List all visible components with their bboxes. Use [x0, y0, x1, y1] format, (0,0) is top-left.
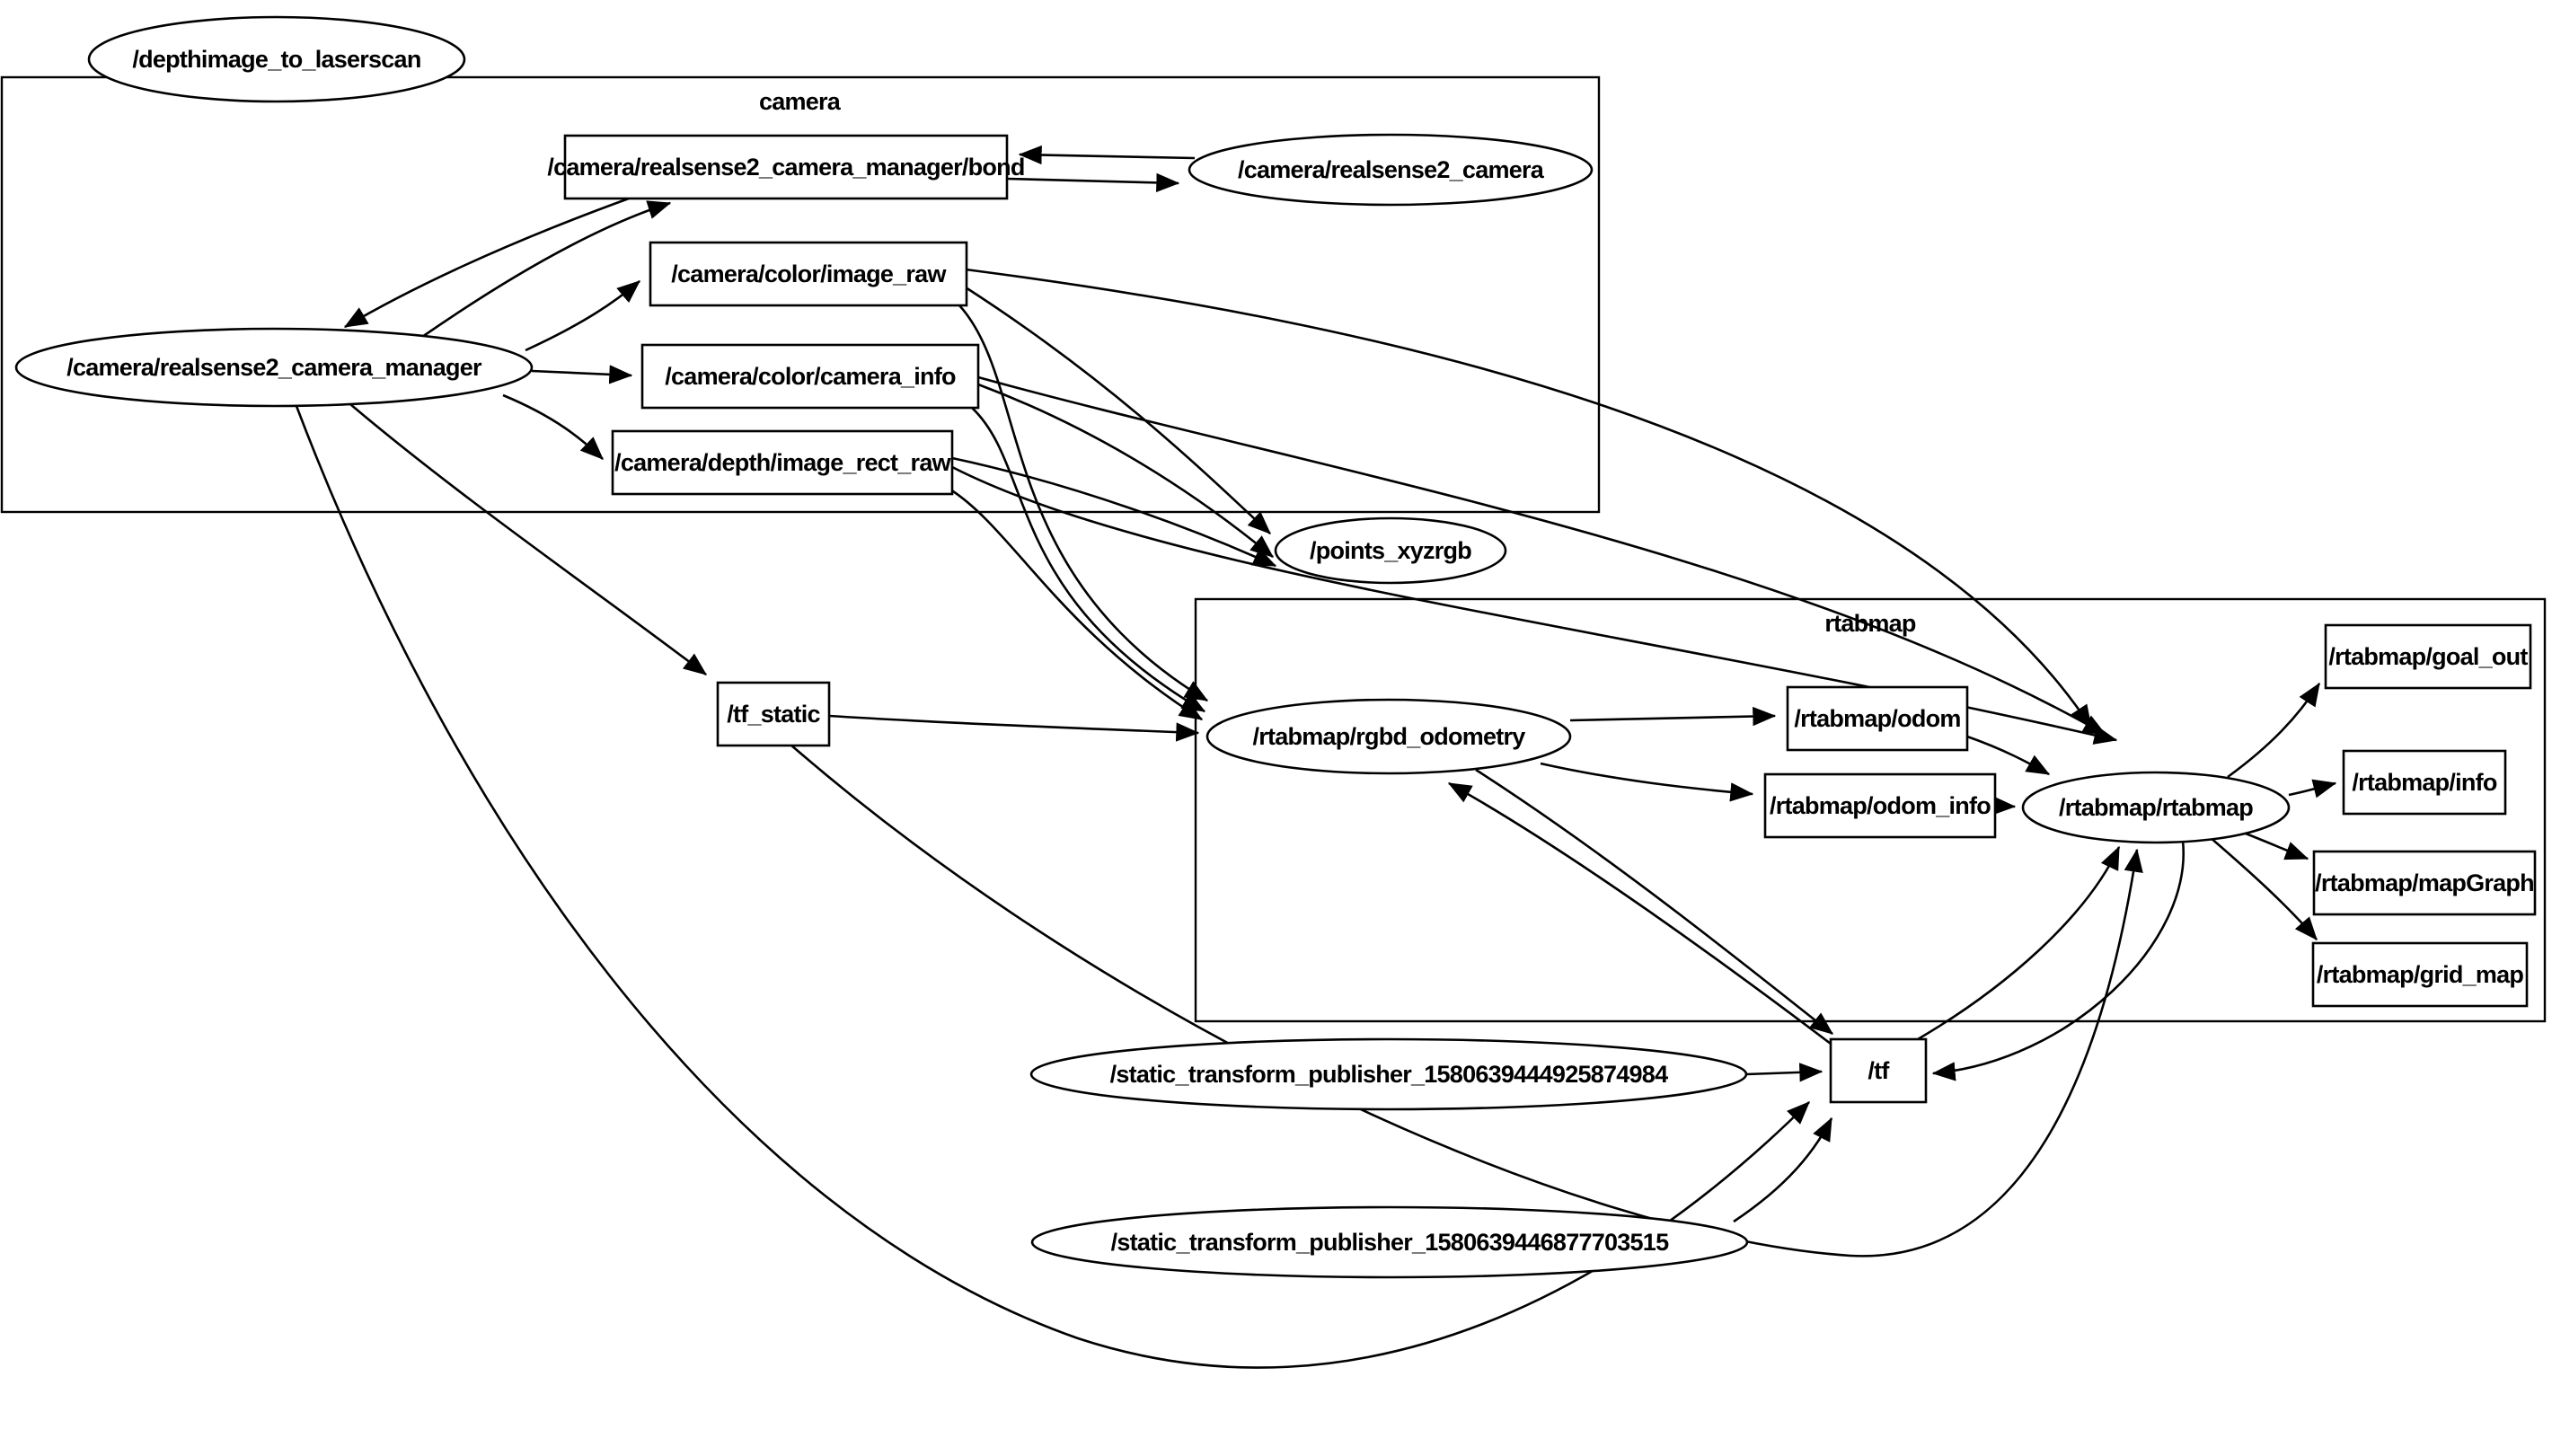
cluster-camera [0, 75, 1601, 514]
edge-camera_manager-to-color_image_raw [525, 280, 640, 352]
edge-rtabmap_odom_info-to-rtabmap_rtabmap [1991, 796, 2017, 816]
edge-color_camera_info-to-rgbd_odometry [971, 407, 1206, 713]
topic-box-tf [1829, 1037, 1928, 1104]
node-label-depthimage_to_laserscan: /depthimage_to_laserscan [132, 46, 420, 73]
node-ellipse-points_xyzrgb [1274, 516, 1507, 585]
edge-camera_manager-to-color_camera_info [531, 365, 633, 384]
edge-camera_manager-to-tf [295, 405, 1810, 1369]
node-ellipse-rgbd_odometry [1205, 698, 1572, 775]
node-label-depth_image_rect_raw: /camera/depth/image_rect_raw [614, 449, 951, 476]
edge-depth_image_rect_raw-to-points_xyzrgb [951, 456, 1277, 568]
node-ellipse-camera_manager [14, 327, 534, 408]
topic-box-tf_static [716, 681, 831, 747]
edge-static_transform_publisher_2-to-tf [1733, 1116, 1833, 1223]
cluster-label-camera: camera [759, 88, 842, 115]
node-ellipse-static_transform_publisher_2 [1030, 1205, 1749, 1279]
node-ellipse-realsense2_camera [1188, 133, 1594, 207]
edge-realsense2_camera-to-camera_manager_bond [1018, 145, 1196, 165]
node-label-camera_manager: /camera/realsense2_camera_manager [66, 354, 482, 381]
node-ellipse-static_transform_publisher_1 [1029, 1037, 1748, 1111]
cluster-rtabmap [1194, 597, 2547, 1023]
topic-box-color_image_raw [649, 241, 968, 307]
edge-camera_manager-to-depth_image_rect_raw [502, 393, 604, 460]
edge-camera_manager-to-camera_manager_bond [421, 200, 672, 339]
edge-rtabmap_rtabmap-to-rtabmap_goal_out [2227, 682, 2321, 779]
edge-tf_static-to-rgbd_odometry [828, 714, 1200, 742]
topic-box-rtabmap_info [2342, 749, 2507, 816]
edge-depth_image_rect_raw-to-rgbd_odometry [949, 488, 1204, 721]
edge-rtabmap_rtabmap-to-tf [1931, 840, 2186, 1081]
node-label-rtabmap_mapGraph: /rtabmap/mapGraph [2315, 869, 2534, 896]
node-label-points_xyzrgb: /points_xyzrgb [1310, 537, 1471, 564]
node-ellipse-depthimage_to_laserscan [87, 15, 466, 103]
node-layer: /depthimage_to_laserscan/camera/realsens… [14, 15, 2537, 1279]
edge-camera_manager_bond-to-camera_manager [343, 197, 630, 329]
topic-box-rtabmap_odom_info [1763, 772, 1997, 839]
edge-color_image_raw-to-rtabmap_rtabmap [965, 268, 2093, 729]
edge-static_transform_publisher_1-to-tf [1745, 1063, 1823, 1082]
edge-color_camera_info-to-rtabmap_rtabmap [977, 375, 2107, 737]
edge-rtabmap_rtabmap-to-rtabmap_grid_map [2209, 836, 2318, 940]
node-label-static_transform_publisher_2: /static_transform_publisher_158063944687… [1111, 1229, 1669, 1256]
edge-tf_static-to-rtabmap_rtabmap [790, 744, 2143, 1257]
edge-layer [295, 145, 2337, 1369]
node-label-rtabmap_info: /rtabmap/info [2352, 769, 2497, 796]
node-label-color_image_raw: /camera/color/image_raw [671, 260, 947, 287]
node-label-rgbd_odometry: /rtabmap/rgbd_odometry [1252, 723, 1525, 750]
edge-color_camera_info-to-points_xyzrgb [977, 383, 1275, 559]
edge-rtabmap_rtabmap-to-rtabmap_info [2288, 779, 2337, 799]
topic-box-rtabmap_odom [1786, 685, 1969, 752]
node-label-camera_manager_bond: /camera/realsense2_camera_manager/bond [547, 154, 1024, 181]
edge-rgbd_odometry-to-rtabmap_odom [1569, 706, 1777, 727]
edge-tf-to-rgbd_odometry [1447, 781, 1832, 1046]
edge-color_image_raw-to-points_xyzrgb [965, 286, 1271, 534]
node-ellipse-rtabmap_rtabmap [2021, 771, 2291, 844]
edge-rtabmap_rtabmap-to-rtabmap_mapGraph [2245, 832, 2309, 860]
edge-rtabmap_odom-to-rtabmap_rtabmap [1966, 735, 2051, 776]
edge-rgbd_odometry-to-tf [1475, 768, 1834, 1036]
node-label-static_transform_publisher_1: /static_transform_publisher_158063944492… [1110, 1061, 1668, 1088]
node-label-rtabmap_rtabmap: /rtabmap/rtabmap [2059, 794, 2253, 821]
node-label-color_camera_info: /camera/color/camera_info [665, 363, 956, 390]
edge-color_image_raw-to-rgbd_odometry [958, 304, 1209, 702]
node-label-rtabmap_odom_info: /rtabmap/odom_info [1770, 792, 1991, 819]
edge-camera_manager-to-tf_static [349, 403, 708, 676]
topic-box-depth_image_rect_raw [611, 429, 954, 496]
node-label-rtabmap_odom: /rtabmap/odom [1794, 705, 1960, 732]
edge-rgbd_odometry-to-rtabmap_odom_info [1540, 762, 1754, 802]
node-label-realsense2_camera: /camera/realsense2_camera [1238, 156, 1545, 183]
node-label-tf: /tf [1868, 1057, 1890, 1084]
edge-camera_manager_bond-to-realsense2_camera [1006, 172, 1180, 193]
node-label-rtabmap_goal_out: /rtabmap/goal_out [2328, 643, 2528, 670]
topic-box-rtabmap_grid_map [2311, 941, 2529, 1008]
edge-tf-to-rtabmap_rtabmap [1917, 845, 2121, 1041]
node-label-rtabmap_grid_map: /rtabmap/grid_map [2317, 961, 2524, 988]
topic-box-rtabmap_mapGraph [2312, 850, 2537, 916]
node-label-tf_static: /tf_static [727, 701, 820, 728]
topic-box-color_camera_info [640, 343, 980, 410]
topic-box-rtabmap_goal_out [2324, 623, 2532, 690]
topic-box-camera_manager_bond [563, 134, 1009, 200]
